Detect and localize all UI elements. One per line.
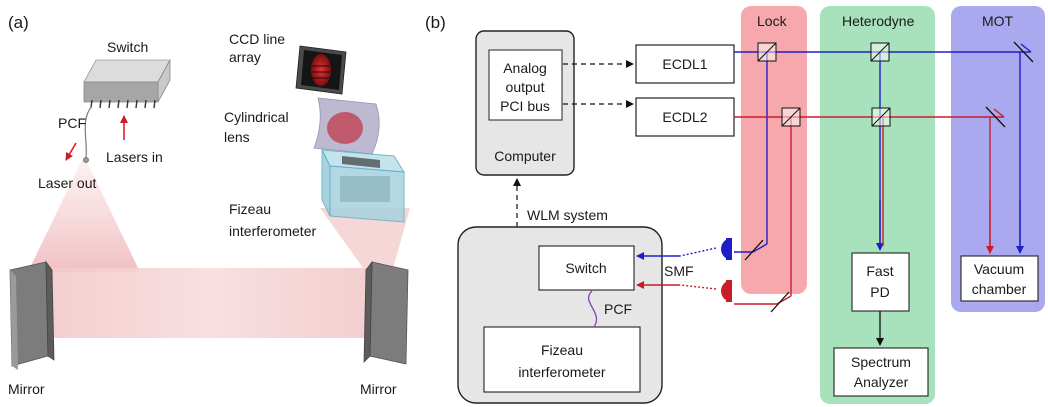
- lock-region-label: Lock: [757, 13, 788, 29]
- pci-bus-box: [488, 49, 563, 121]
- beam-splitter-heterodyne-2: [871, 107, 891, 127]
- vacuum-chamber-box: [960, 255, 1039, 302]
- laser1-fiber-lead: [679, 247, 717, 257]
- ecdl2-label: ECDL2: [662, 109, 707, 125]
- fast-pd-line2: PD: [870, 284, 889, 300]
- vacuum-line2: chamber: [972, 281, 1027, 297]
- ecdl1-box: [635, 44, 735, 84]
- mot-region: [951, 6, 1045, 312]
- vacuum-line1: Vacuum: [974, 261, 1024, 277]
- panel-a: (a) Switch PCF La: [8, 13, 410, 397]
- label-lasers-in: Lasers in: [106, 149, 163, 165]
- computer-label: Computer: [494, 148, 556, 164]
- label-cylindrical-line2: lens: [224, 129, 250, 145]
- cylindrical-lens: [313, 97, 380, 155]
- laser-out-arrow: [65, 142, 77, 161]
- fiber-tip: [83, 157, 89, 163]
- ecdl2-box: [635, 97, 735, 137]
- spectrum-analyzer-box: [833, 347, 929, 397]
- wlm-pcf-label: PCF: [604, 301, 632, 317]
- pci-label-line1: Analog: [503, 60, 547, 76]
- fizeau-block: [321, 149, 405, 223]
- fold-mirror-lock-1: [744, 239, 764, 261]
- beam-splitter-lock-1: [757, 42, 777, 62]
- fold-mirror-mot-1: [1013, 41, 1034, 63]
- mirror-right: [363, 260, 409, 365]
- mot-region-label: MOT: [982, 13, 1014, 29]
- spectrum-line2: Analyzer: [854, 374, 909, 390]
- label-mirror-right: Mirror: [360, 381, 397, 397]
- label-pcf: PCF: [58, 115, 86, 131]
- fold-mirror-lock-2: [770, 291, 790, 313]
- ecdl1-label: ECDL1: [662, 56, 707, 72]
- pci-label-line2: output: [506, 79, 545, 95]
- heterodyne-region: [820, 6, 935, 404]
- laser2-fiber-lead: [679, 284, 717, 290]
- wlm-system-label: WLM system: [527, 207, 608, 223]
- label-cylindrical-line1: Cylindrical: [224, 109, 289, 125]
- label-laser-out: Laser out: [38, 175, 96, 191]
- label-mirror-left: Mirror: [8, 381, 45, 397]
- panel-a-tag: (a): [8, 13, 29, 32]
- label-fizeau-line1: Fizeau: [229, 201, 271, 217]
- fiber-coupler-red: [721, 280, 732, 302]
- pci-label-line3: PCI bus: [500, 98, 550, 114]
- beam-output-up: [320, 208, 410, 272]
- wlm-switch-label: Switch: [565, 260, 606, 276]
- switch-box: [83, 59, 171, 109]
- panel-b: (b) Lock Heterodyne MOT Analog output PC…: [425, 6, 1045, 404]
- wlm-fizeau-line1: Fizeau: [541, 342, 583, 358]
- label-ccd-line2: array: [229, 49, 261, 65]
- fast-pd-box: [851, 252, 910, 312]
- fold-mirror-mot-2: [985, 106, 1006, 128]
- label-fizeau-line2: interferometer: [229, 223, 316, 239]
- beam-horizontal: [28, 268, 392, 338]
- panel-b-tag: (b): [425, 13, 446, 32]
- smf-label: SMF: [664, 263, 694, 279]
- wlm-switch-box: [538, 245, 635, 291]
- mirror-left: [9, 260, 55, 370]
- spectrum-line1: Spectrum: [851, 354, 911, 370]
- wlm-fizeau-line2: interferometer: [518, 364, 605, 380]
- wlm-fizeau-box: [483, 326, 641, 393]
- label-ccd-line1: CCD line: [229, 31, 285, 47]
- pcf-fiber: [84, 105, 93, 159]
- heterodyne-region-label: Heterodyne: [842, 13, 915, 29]
- fiber-coupler-blue: [721, 238, 732, 260]
- ccd-line-array: [295, 45, 347, 95]
- beam-input-cone: [28, 160, 140, 272]
- pcf-fiber-link: [588, 290, 597, 328]
- label-switch: Switch: [107, 39, 148, 55]
- beam-splitter-heterodyne-1: [870, 42, 890, 62]
- fast-pd-line1: Fast: [866, 263, 893, 279]
- beam-splitter-lock-2: [781, 107, 801, 127]
